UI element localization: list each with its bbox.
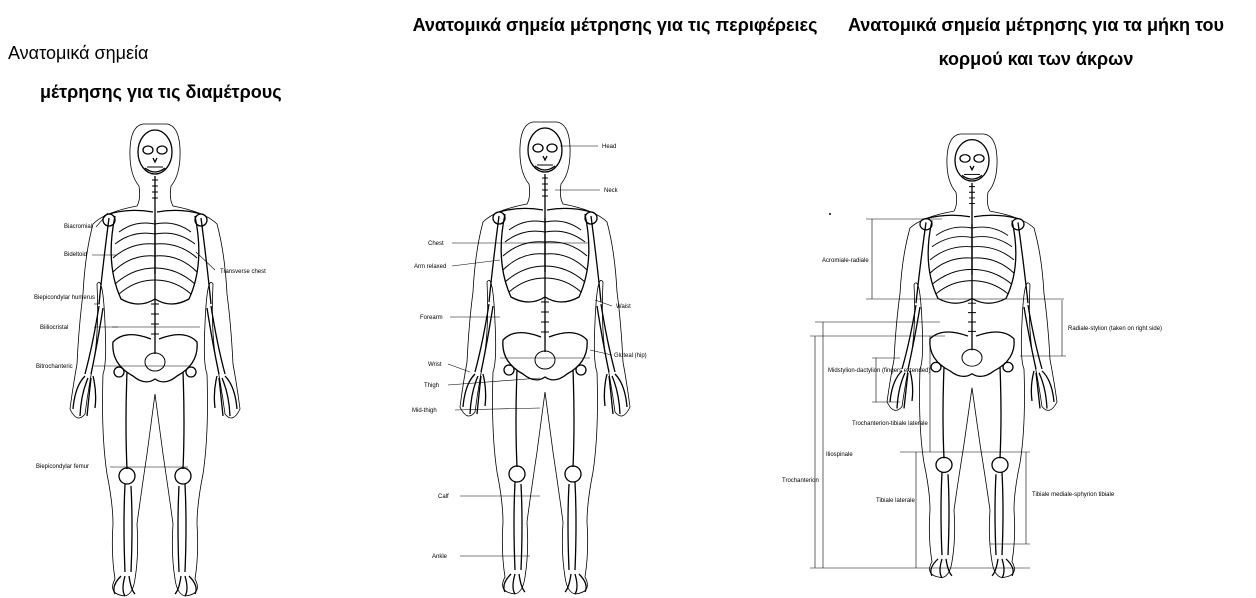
label-head: Head [602,144,616,150]
label-acromiale-radiale: Acromiale-radiale [822,258,869,264]
label-bitrochanteric: Bitrochanteric [36,364,73,370]
label-biiliocristal: Biiliocristal [40,325,68,331]
label-waist: Waist [616,304,631,310]
diameters-figure: Biacromial Bideltoid Transverse chest Bi… [34,124,266,596]
label-neck: Neck [604,188,619,194]
label-trochanterion: Trochanterion [782,478,819,484]
label-trochanterion-tibiale-laterale: Trochanterion-tibiale laterale [852,421,928,427]
label-thigh: Thigh [424,383,439,389]
label-transverse-chest: Transverse chest [220,269,266,275]
label-biepicondylar-humerus: Biepicondylar humerus [34,295,95,301]
label-tibiale-laterale: Tibiale laterale [876,498,915,504]
label-radiale-stylion: Radiale-stylion (taken on right side) [1068,326,1162,332]
label-iliospinale: Iliospinale [826,452,853,458]
label-forearm: Forearm [420,315,443,321]
label-biepicondylar-femur: Biepicondylar femur [36,464,89,470]
label-ankle: Ankle [432,554,448,560]
label-calf: Calf [438,494,449,500]
label-wrist: Wrist [428,362,442,368]
label-chest: Chest [428,241,444,247]
label-midstylion-dactylion: Midstylion-dactylion (fingers extended) [828,368,930,374]
circumferences-figure: Head Neck Chest Arm relaxed Waist Forear… [412,122,647,594]
label-arm-relaxed: Arm relaxed [414,264,446,270]
label-tibiale-mediale-sphyrion: Tibiale mediale-sphyrion tibiale [1032,492,1115,498]
label-biacromial: Biacromial [64,224,92,230]
lengths-figure: Acromiale-radiale Radiale-stylion (taken… [782,134,1162,578]
label-mid-thigh: Mid-thigh [412,408,437,414]
label-gluteal-hip: Gluteal (hip) [614,353,647,359]
label-bideltoid: Bideltoid [64,252,87,258]
